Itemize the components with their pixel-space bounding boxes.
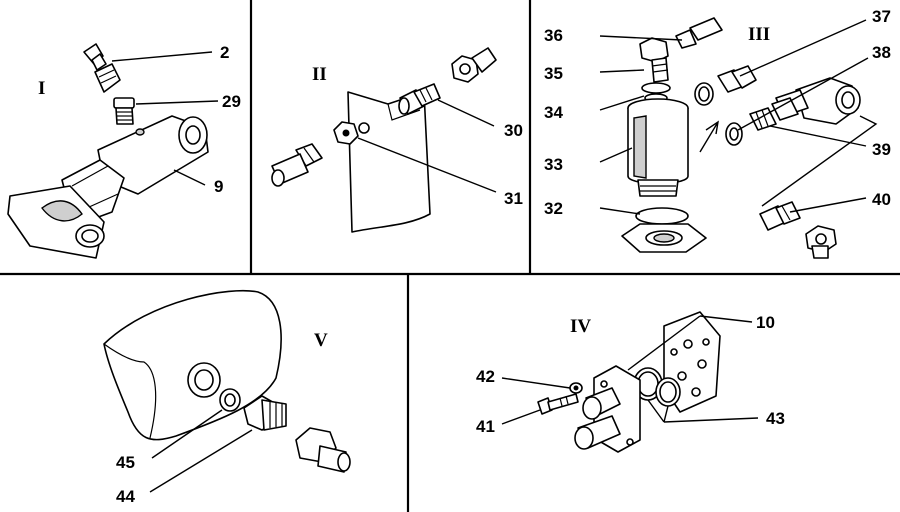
- callout-10: 10: [756, 313, 775, 332]
- part-35-washer: [641, 82, 671, 94]
- callout-34: 34: [544, 103, 563, 122]
- union-nut: [295, 427, 351, 473]
- part-33-filter: [627, 98, 689, 197]
- callout-37: 37: [872, 7, 891, 26]
- callout-42: 42: [476, 367, 495, 386]
- part-29-plug: [113, 97, 135, 125]
- panel-v-label: V: [314, 330, 328, 351]
- part-37-union: [694, 65, 757, 106]
- panel-i-label: I: [38, 78, 45, 99]
- panel-ii: II 30: [271, 47, 523, 233]
- part-32-base: [621, 207, 707, 253]
- callout-32: 32: [544, 199, 563, 218]
- panel-iv-label: IV: [570, 316, 591, 337]
- part-40-fitting: [759, 201, 837, 259]
- callout-41: 41: [476, 417, 495, 436]
- part-31-nut: [333, 121, 359, 145]
- panel-ii-label: II: [312, 64, 327, 85]
- callout-43: 43: [766, 409, 785, 428]
- callout-31: 31: [504, 189, 523, 208]
- panel-v: V 45 44: [103, 289, 351, 506]
- callout-2: 2: [220, 43, 229, 62]
- pipe-route-arrow: [699, 120, 719, 153]
- callout-9: 9: [214, 177, 223, 196]
- part-36-bolt: [639, 17, 723, 83]
- left-fitting: [271, 143, 323, 187]
- flange-block: [574, 365, 641, 453]
- callout-40: 40: [872, 190, 891, 209]
- callout-36: 36: [544, 26, 563, 45]
- callout-39: 39: [872, 140, 891, 159]
- part-41-bolt: [537, 393, 579, 415]
- part-44-fitting: [243, 395, 287, 431]
- callout-35: 35: [544, 64, 563, 83]
- callout-38: 38: [872, 43, 891, 62]
- part-9-tee-body: [7, 115, 209, 259]
- pipe-route-line: [761, 115, 878, 207]
- panel-iii-label: III: [748, 24, 770, 45]
- callout-33: 33: [544, 155, 563, 174]
- panel-iii: III: [544, 7, 891, 259]
- callout-30: 30: [504, 121, 523, 140]
- callout-29: 29: [222, 92, 241, 111]
- part-39-fitting: [725, 97, 799, 146]
- callout-45: 45: [116, 453, 135, 472]
- part-2-fitting: [83, 43, 121, 93]
- callout-44: 44: [116, 487, 135, 506]
- panel-i: I: [7, 43, 241, 259]
- panel-iv: IV: [476, 311, 785, 453]
- part-30-union: [398, 83, 441, 115]
- part-30-nut: [451, 47, 497, 83]
